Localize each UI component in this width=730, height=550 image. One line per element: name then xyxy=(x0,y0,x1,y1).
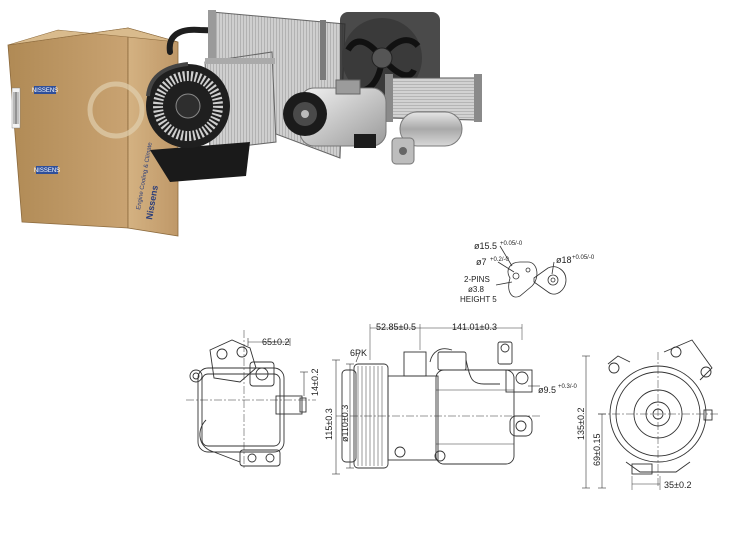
dim-135: 135±0.2 xyxy=(576,408,586,440)
dim-52-85: 52.85±0.5 xyxy=(376,322,416,332)
label-d7: ø7 xyxy=(476,257,487,267)
label-d7-tol: +0.2/-0 xyxy=(490,257,510,263)
connector-detail-drawing xyxy=(495,245,567,298)
dim-35: 35±0.2 xyxy=(664,480,691,490)
compressor-front-view xyxy=(332,324,540,475)
label-d15-5-tol: +0.05/-0 xyxy=(500,241,523,247)
receiver-dryer-photo xyxy=(391,111,463,165)
dim-d9-5: ø9.5 xyxy=(538,385,556,395)
label-6pk: 6PK xyxy=(350,348,367,358)
label-d15-5: ø15.5 xyxy=(474,241,497,251)
compressor-rear-view xyxy=(582,339,720,490)
compressor-photo xyxy=(283,79,387,148)
label-pin-height: HEIGHT 5 xyxy=(460,295,497,304)
dim-69: 69±0.15 xyxy=(592,434,602,466)
label-2-pins: 2-PINS xyxy=(464,275,490,284)
box-brand-front: NISSENS xyxy=(32,88,58,94)
dim-14: 14±0.2 xyxy=(310,369,320,396)
product-photo-collage: NISSENS NISSENS Engine Cooling & Climate… xyxy=(7,10,482,237)
nissens-cardboard-box: NISSENS NISSENS Engine Cooling & Climate… xyxy=(7,27,179,237)
heater-core-photo xyxy=(385,74,482,122)
dim-d9-5-tol: +0.3/-0 xyxy=(558,384,578,390)
ac-hose-pipe xyxy=(166,26,263,55)
connector-labels: ø15.5 +0.05/-0 ø7 +0.2/-0 ø18 +0.05/-0 2… xyxy=(460,241,595,304)
box-brand-lower: NISSENS xyxy=(34,168,60,174)
label-d18-tol: +0.05/-0 xyxy=(572,255,595,261)
label-pin-diameter: ø3.8 xyxy=(468,285,485,294)
blower-motor-photo xyxy=(146,62,250,182)
dim-65: 65±0.2 xyxy=(262,337,289,347)
dim-115: 115±0.3 xyxy=(324,408,334,440)
dim-141-01: 141.01±0.3 xyxy=(452,322,497,332)
compressor-left-view xyxy=(186,330,316,470)
dim-d110: ø110±0.3 xyxy=(340,405,350,442)
label-d18: ø18 xyxy=(556,255,572,265)
